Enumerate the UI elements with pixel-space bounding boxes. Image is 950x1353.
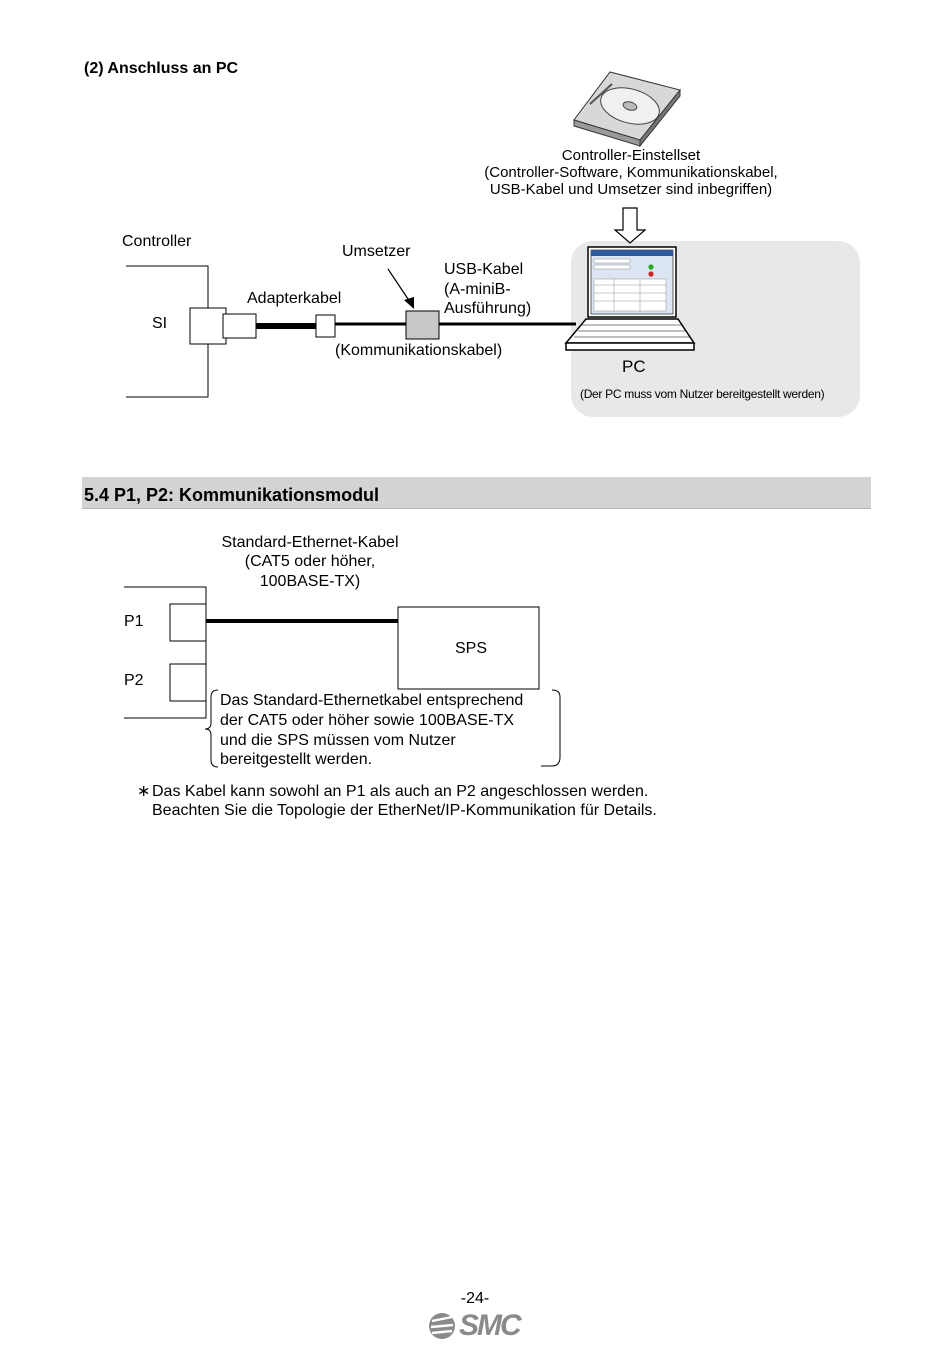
ethernet-cable-label-line-1: Standard-Ethernet-Kabel	[221, 534, 399, 551]
p1-label: P1	[124, 613, 144, 630]
ethernet-cable-label-line-2: (CAT5 oder höher,	[244, 553, 376, 570]
down-arrow-icon	[613, 207, 647, 244]
converter-box	[405, 310, 440, 340]
laptop-icon	[564, 246, 696, 351]
software-cd-icon	[573, 71, 681, 148]
adapter-end-plug	[315, 314, 336, 338]
si-connector	[189, 307, 227, 345]
smc-logo-text: SMC	[459, 1309, 522, 1342]
section-heading-pc-connection: (2) Anschluss an PC	[84, 60, 239, 77]
callout-line-2: der CAT5 oder höher sowie 100BASE-TX	[220, 712, 515, 729]
note-line-2: Beachten Sie die Topologie der EtherNet/…	[152, 802, 657, 819]
usb-cable-label-line-2: (A-miniB-	[444, 281, 511, 298]
adapter-cable-label: Adapterkabel	[247, 290, 342, 307]
setting-kit-label-line-1: Controller-Einstellset	[561, 147, 701, 164]
note-marker: ∗	[137, 783, 151, 800]
converter-label: Umsetzer	[342, 243, 411, 260]
module-outline	[124, 586, 207, 719]
usb-cable-label-line-1: USB-Kabel	[444, 261, 524, 278]
callout-line-4: bereitgestellt werden.	[220, 751, 373, 768]
callout-bracket-left	[204, 689, 219, 768]
pc-label: PC	[622, 357, 646, 376]
setting-kit-label-line-3: USB-Kabel und Umsetzer sind inbegriffen)	[489, 181, 773, 198]
converter-arrow-head	[404, 297, 414, 309]
communication-cable-label: (Kommunikationskabel)	[335, 342, 503, 359]
si-label: SI	[152, 315, 168, 332]
pc-note: (Der PC muss vom Nutzer bereitgestellt w…	[580, 387, 825, 401]
callout-line-1: Das Standard-Ethernetkabel entsprechend	[220, 692, 524, 709]
note-line-1: Das Kabel kann sowohl an P1 als auch an …	[152, 783, 649, 800]
usb-cable-label-line-3: Ausführung)	[444, 300, 532, 317]
smc-logo-icon	[429, 1313, 455, 1339]
section-title-bar	[82, 477, 871, 509]
plc-label: SPS	[455, 640, 488, 657]
plc-box	[397, 606, 540, 690]
section-title: 5.4 P1, P2: Kommunikationsmodul	[84, 485, 380, 505]
callout-line-3: und die SPS müssen vom Nutzer	[220, 732, 456, 749]
p1-port	[169, 603, 207, 642]
ethernet-cable-label-line-3: 100BASE-TX)	[259, 573, 361, 590]
p2-label: P2	[124, 672, 144, 689]
page-number: -24-	[460, 1290, 490, 1307]
callout-bracket-right	[541, 689, 561, 767]
p2-port	[169, 663, 207, 702]
adapter-plug	[222, 313, 257, 339]
controller-label: Controller	[122, 233, 192, 250]
setting-kit-label-line-2: (Controller-Software, Kommunikationskabe…	[484, 164, 778, 181]
